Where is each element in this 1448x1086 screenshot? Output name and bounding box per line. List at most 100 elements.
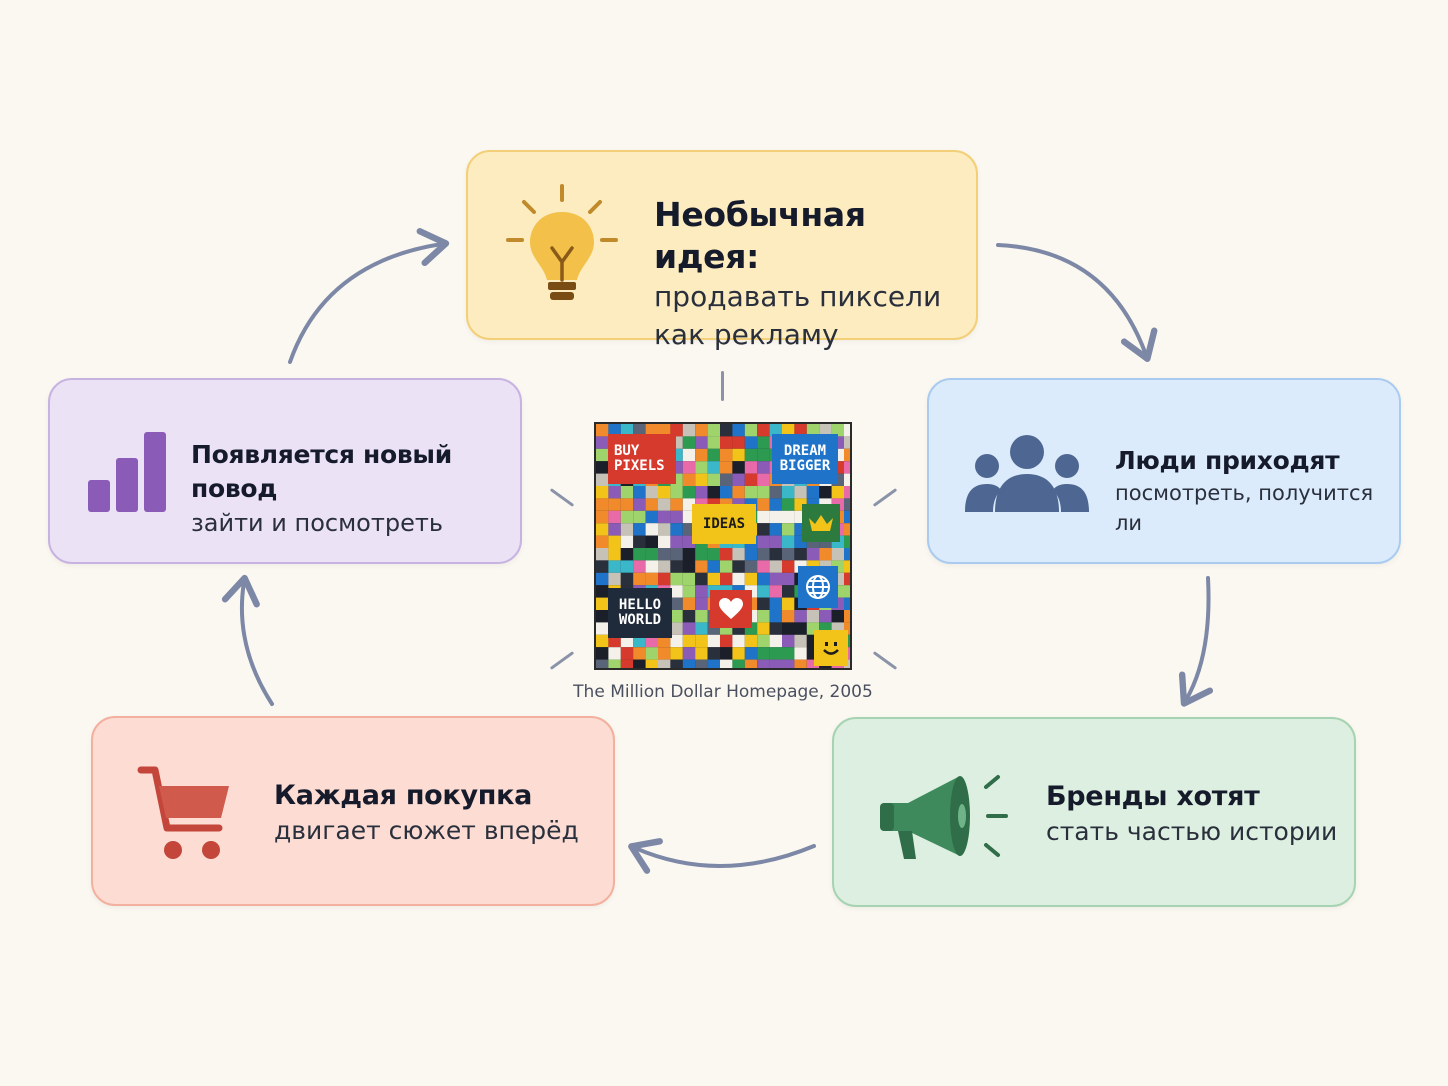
mosaic-pixel xyxy=(645,560,658,573)
mosaic-pixel xyxy=(757,424,770,437)
mosaic-pixel xyxy=(682,572,696,586)
mosaic-pixel xyxy=(682,448,696,462)
mosaic-pixel xyxy=(757,647,770,660)
mosaic-pixel xyxy=(645,535,658,548)
mosaic-pixel xyxy=(757,535,770,548)
mosaic-pixel xyxy=(757,498,770,511)
mosaic-pixel xyxy=(844,510,850,524)
mosaic-pixel xyxy=(633,572,646,586)
mosaic-pixel xyxy=(645,647,658,660)
mosaic-pixel xyxy=(732,486,745,499)
mosaic-pixel xyxy=(769,498,782,511)
mosaic-pixel xyxy=(769,622,782,635)
card-idea-title: Необычная идея: xyxy=(654,195,866,276)
mosaic-pixel xyxy=(744,461,758,474)
card-idea-text: Необычная идея: продавать пиксели как ре… xyxy=(654,194,976,354)
mosaic-pixel xyxy=(757,560,770,573)
mosaic-pixel xyxy=(645,510,658,524)
mosaic-pixel xyxy=(707,572,720,586)
mosaic-pixel xyxy=(806,486,820,499)
arrow-people-to-brands xyxy=(1178,576,1214,707)
mosaic-pixel xyxy=(658,486,671,499)
mosaic-pixel xyxy=(682,647,696,660)
mosaic-pixel xyxy=(744,634,758,648)
mosaic-pixel xyxy=(757,461,770,474)
mosaic-pixel xyxy=(831,548,844,561)
mosaic-pixel xyxy=(620,659,634,668)
mosaic-pixel xyxy=(769,585,782,598)
mosaic-pixel xyxy=(720,461,733,474)
mosaic-pixel xyxy=(732,473,745,486)
mosaic-pixel xyxy=(757,486,770,499)
mosaic-pixel xyxy=(769,535,782,548)
mosaic-pixel xyxy=(831,424,844,437)
mosaic-pixel xyxy=(633,647,646,660)
mosaic-pixel xyxy=(794,486,807,499)
mosaic-pixel xyxy=(757,523,770,536)
mosaic-pixel xyxy=(757,634,770,648)
tile-dream-bigger-line1: DREAM xyxy=(783,443,827,459)
mosaic-pixel xyxy=(633,424,646,437)
mosaic-pixel xyxy=(695,461,708,474)
mosaic-pixel xyxy=(620,424,634,437)
mosaic-pixel xyxy=(633,523,646,536)
mosaic-pixel xyxy=(670,523,683,536)
mosaic-pixel xyxy=(658,498,671,511)
card-brands-text: Бренды хотят стать частью истории xyxy=(1046,779,1337,849)
card-purchase-text: Каждая покупка двигает сюжет вперёд xyxy=(274,778,579,848)
mosaic-pixel xyxy=(645,572,658,586)
mosaic-pixel xyxy=(608,424,621,437)
mosaic-pixel xyxy=(695,473,708,486)
mosaic-pixel xyxy=(645,424,658,437)
mosaic-pixel xyxy=(744,572,758,586)
card-idea: Необычная идея: продавать пиксели как ре… xyxy=(466,150,978,351)
mosaic-pixel xyxy=(844,585,850,598)
mosaic-pixel xyxy=(757,510,770,524)
mosaic-pixel xyxy=(670,585,683,598)
mosaic-pixel xyxy=(782,560,795,573)
tile-crown xyxy=(802,504,840,542)
mosaic-pixel xyxy=(732,448,745,462)
card-brands-title: Бренды хотят xyxy=(1046,781,1260,812)
mosaic-pixel xyxy=(757,610,770,623)
card-brands-line1: стать частью истории xyxy=(1046,817,1338,846)
mosaic-pixel xyxy=(831,610,844,623)
mosaic-pixel xyxy=(695,560,708,573)
tile-hello-world-line1: HELLO xyxy=(618,597,662,613)
mosaic-pixel xyxy=(844,548,850,561)
mosaic-pixel xyxy=(596,585,609,598)
mosaic-pixel xyxy=(682,461,696,474)
mosaic-pixel xyxy=(844,560,850,573)
tile-buy-pixels-line2: PIXELS xyxy=(614,458,665,474)
mosaic-pixel xyxy=(782,659,795,668)
card-reason-text: Появляется новый повод зайти и посмотрет… xyxy=(191,438,520,540)
mosaic-pixel xyxy=(831,486,844,499)
mosaic-pixel xyxy=(794,634,807,648)
mosaic-pixel xyxy=(645,659,658,668)
mosaic-pixel xyxy=(596,461,609,474)
mosaic-pixel xyxy=(720,473,733,486)
mosaic-pixel xyxy=(794,424,807,437)
million-dollar-homepage-image: BUY PIXELS DREAM BIGGER IDEAS HELLO WORL… xyxy=(594,422,852,670)
mosaic-pixel xyxy=(720,424,733,437)
mosaic-pixel xyxy=(844,572,850,586)
mosaic-pixel xyxy=(608,510,621,524)
mosaic-pixel xyxy=(633,548,646,561)
tile-buy-pixels: BUY PIXELS xyxy=(608,434,676,484)
card-people-line1: посмотреть, получится ли xyxy=(1115,481,1374,535)
mosaic-pixel xyxy=(695,572,708,586)
mosaic-pixel xyxy=(596,659,609,668)
mosaic-pixel xyxy=(707,560,720,573)
card-purchase: Каждая покупка двигает сюжет вперёд xyxy=(91,716,615,906)
mosaic-pixel xyxy=(670,424,683,437)
mosaic-pixel xyxy=(732,647,745,660)
mosaic-pixel xyxy=(782,486,795,499)
mosaic-pixel xyxy=(633,510,646,524)
ray-top xyxy=(721,371,724,401)
mosaic-pixel xyxy=(732,560,745,573)
mosaic-pixel xyxy=(596,424,609,437)
mosaic-pixel xyxy=(645,548,658,561)
mosaic-pixel xyxy=(695,597,708,610)
card-people-title: Люди приходят xyxy=(1115,446,1340,475)
mosaic-pixel xyxy=(596,486,609,499)
